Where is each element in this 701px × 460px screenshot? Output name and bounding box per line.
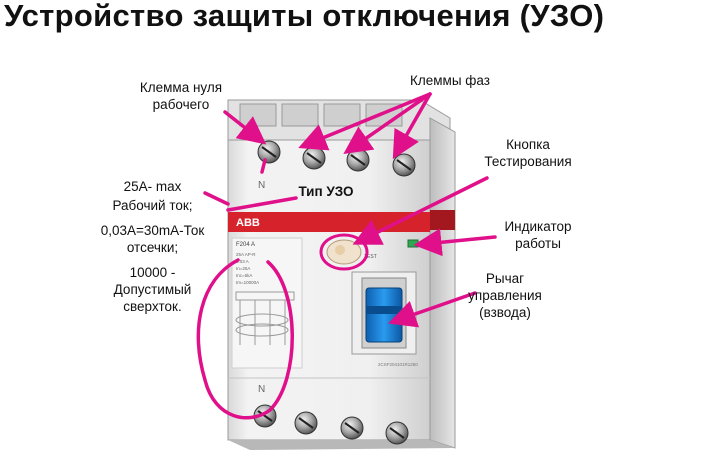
arrow-indicator [413, 228, 497, 257]
brand-logo: ABB [236, 217, 260, 229]
loop-specs [196, 258, 294, 420]
label-lever: Рычаг управления (взвода) [468, 271, 542, 320]
label-indicator: Индикатор работы [504, 219, 572, 251]
part-number: 2CSF204101R1250 [378, 362, 418, 367]
bottom-n-letter: N [258, 384, 265, 395]
label-test-button: Кнопка Тестирования [484, 137, 572, 169]
arrow-neutral [223, 110, 267, 145]
top-terminals [257, 140, 416, 177]
top-n-letter: N [258, 180, 265, 191]
arrow-phase-2 [343, 92, 432, 154]
spec-line-1: 25A AP-R [236, 252, 256, 257]
test-text: TEST [364, 254, 377, 260]
neutral-tick [260, 158, 267, 174]
page-title: Устройство защиты отключения (УЗО) [4, 0, 605, 33]
arrow-phase-1 [298, 92, 432, 151]
spec-line-4: Inc=6kA [236, 273, 252, 278]
arrow-lever [388, 291, 477, 328]
indicator-lamp [407, 239, 419, 248]
wiring-schematic [235, 291, 295, 345]
label-phase-terminals: Клеммы фаз [410, 73, 490, 88]
test-button-highlight [319, 233, 369, 271]
spec-line-2: 0.03 A [236, 259, 249, 264]
arrow-test-button [352, 176, 489, 245]
arrow-phase-3 [392, 92, 432, 160]
bottom-terminals [253, 404, 409, 445]
control-lever[interactable] [365, 287, 403, 343]
label-neutral-terminal: Клемма нуля рабочего [139, 80, 223, 112]
annotation-arrows [196, 92, 497, 420]
spec-line-3: In=25A [236, 266, 250, 271]
model-text: F204 A [236, 242, 255, 248]
arrow-specs [203, 191, 230, 206]
label-rcd-type: Тип УЗО [298, 184, 354, 199]
label-specs: 25A- max Рабочий ток; 0,03A=30mA-Ток отс… [100, 179, 205, 314]
spec-line-5: Im=10000A [236, 280, 259, 285]
